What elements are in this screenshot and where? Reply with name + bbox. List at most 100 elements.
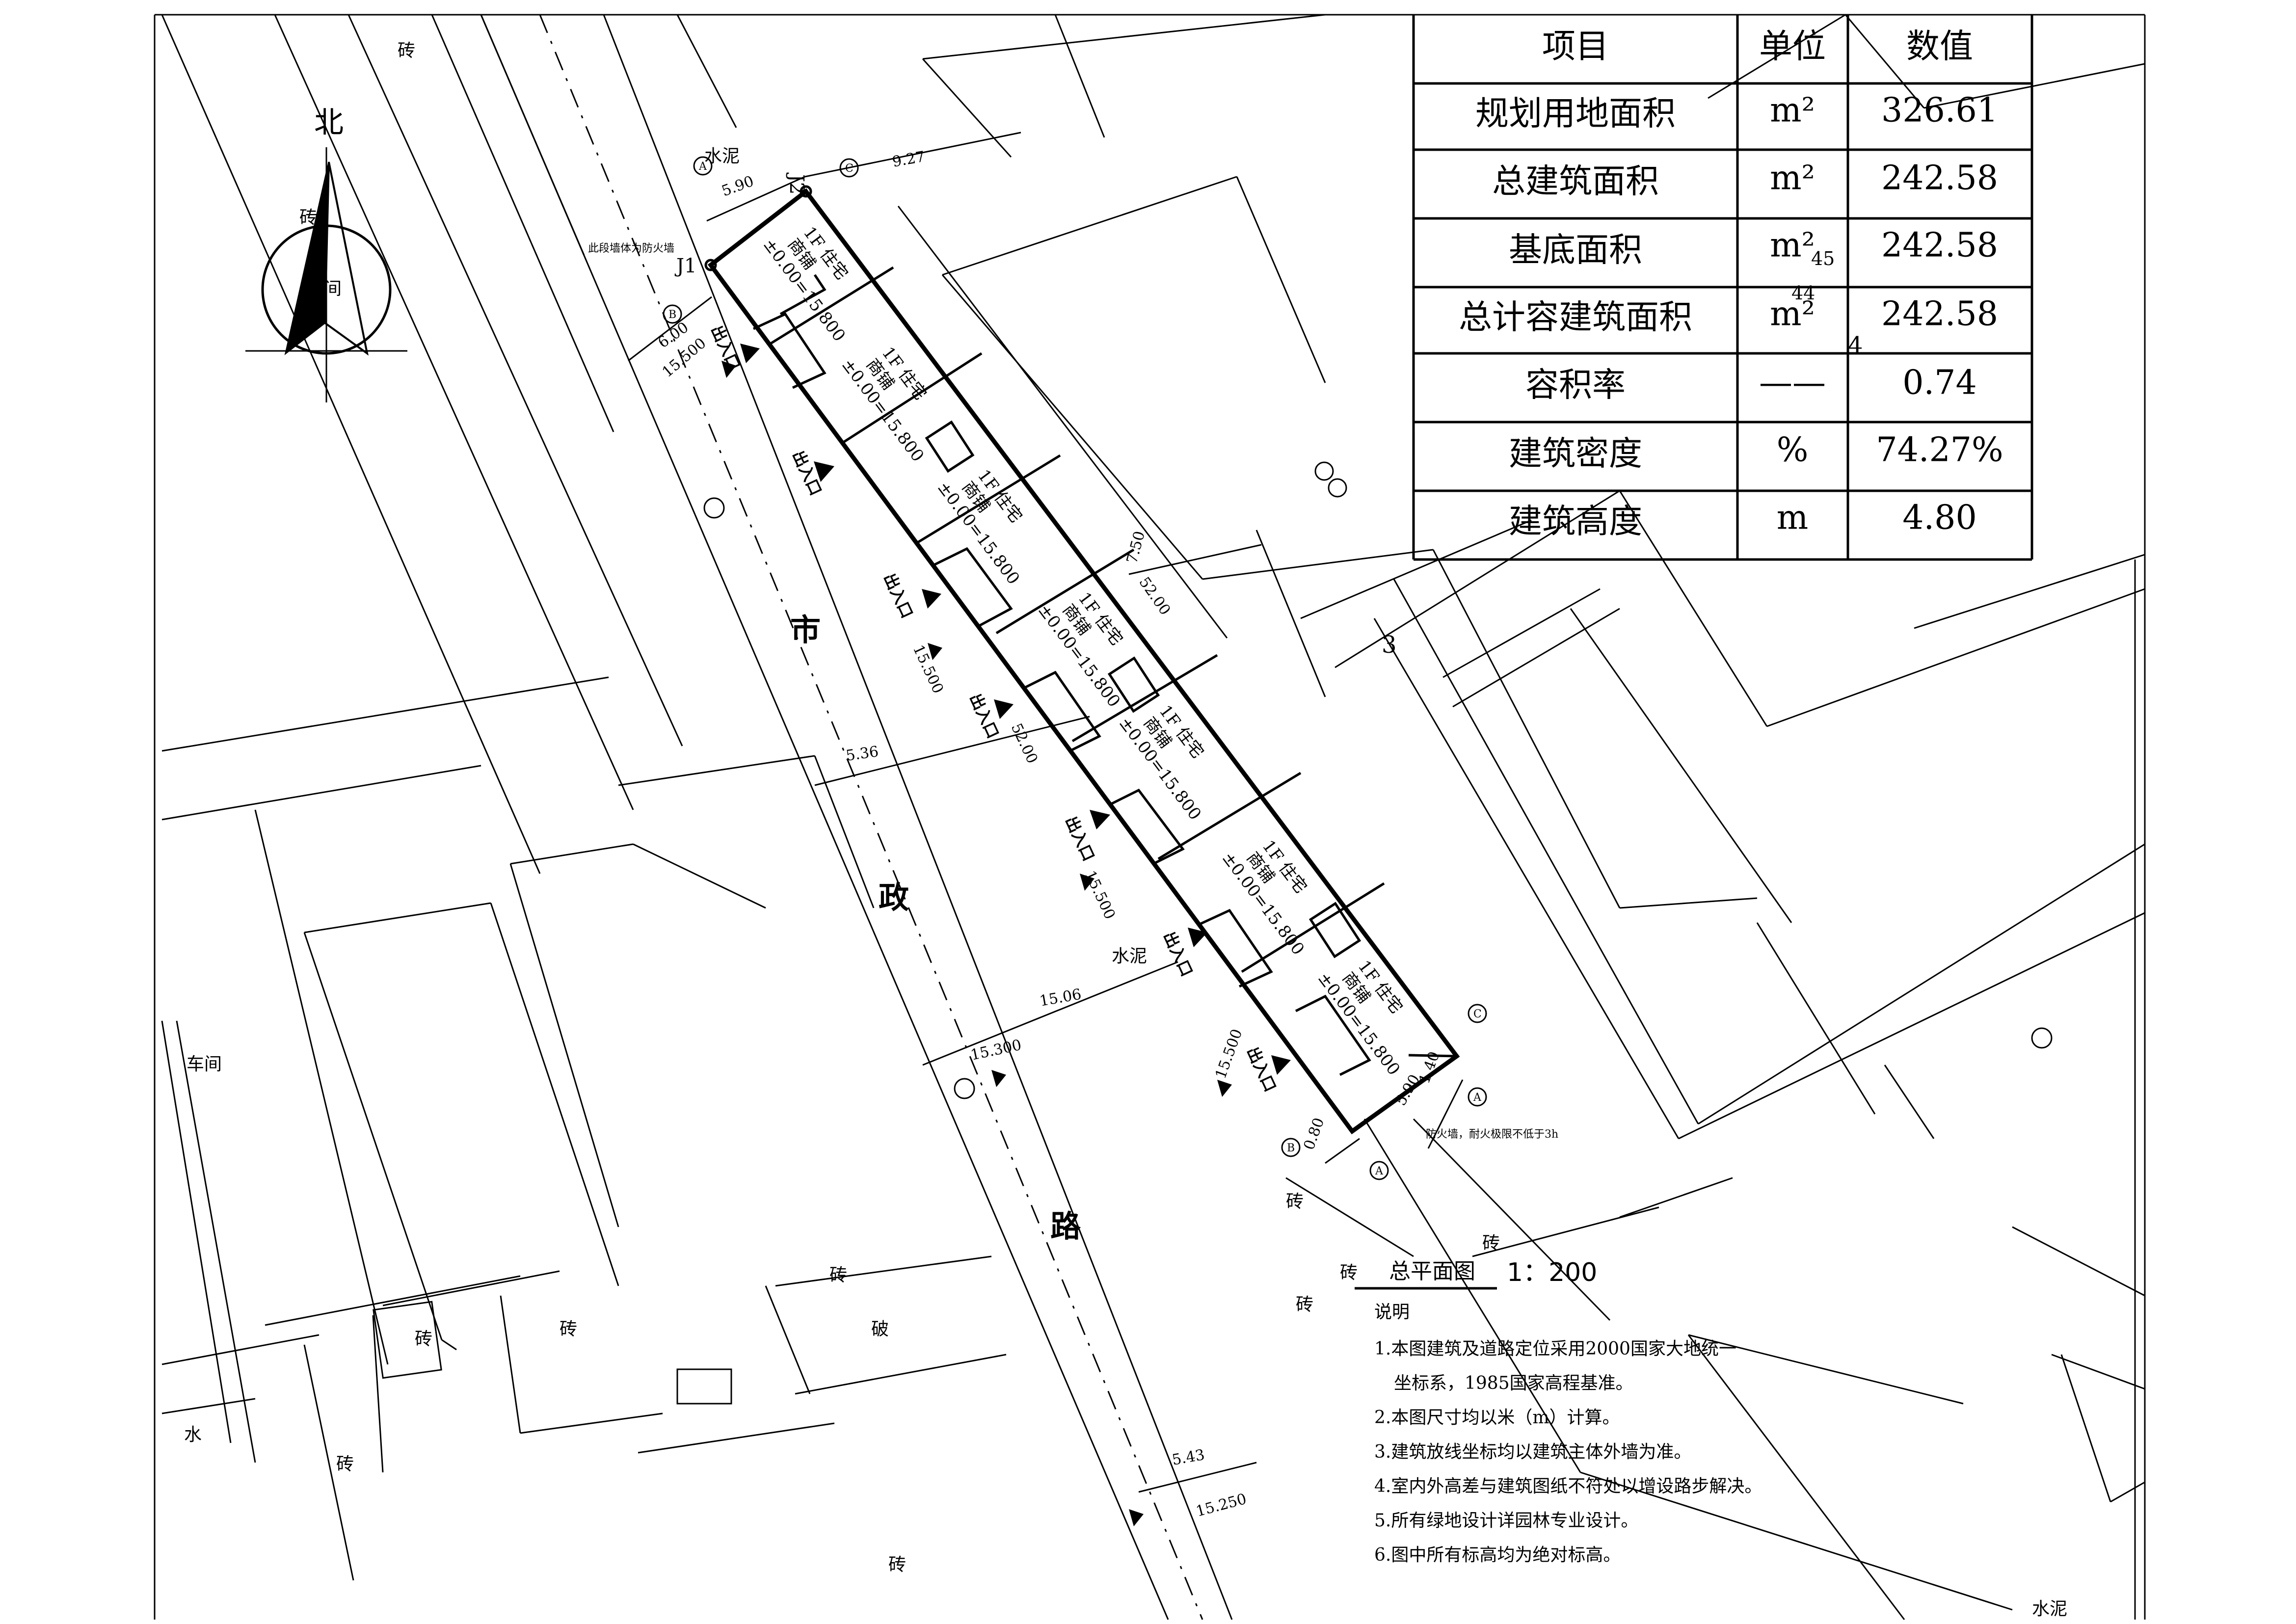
site-label-cement: 水泥	[704, 146, 740, 166]
unit-7: 1F 住宅 商铺 ±0.00=15.800	[1314, 957, 1407, 1079]
dim-0-80: 0.80	[1301, 1116, 1328, 1152]
note-line: 坐标系，1985国家高程基准。	[1394, 1373, 1633, 1393]
site-label-brick: 砖	[1482, 1233, 1500, 1253]
road-char-1: 市	[790, 612, 821, 648]
table-row-value: 74.27%	[1876, 431, 2003, 470]
table-row-item: 总建筑面积	[1492, 162, 1659, 201]
site-labels: 砖 砖 间 砖 砖 砖 砖 砖 砖 砖 砖 砖 破 水 车间 水泥 水泥 水泥 …	[184, 41, 2067, 1619]
site-label-number: 44	[1791, 282, 1815, 304]
drawing-scale: 1：200	[1507, 1258, 1597, 1287]
table-header-unit: 单位	[1759, 27, 1826, 66]
note-line: 4.室内外高差与建筑图纸不符处以增设路步解决。	[1374, 1476, 1762, 1496]
note-line: 3.建筑放线坐标均以建筑主体外墙为准。	[1374, 1442, 1691, 1462]
site-label-water: 水	[184, 1425, 202, 1445]
annotations: 此段墙体为防火墙 防火墙，耐火极限不低于3h	[588, 242, 1558, 1141]
site-label-brick: 砖	[336, 1454, 354, 1474]
site-label-room: 间	[324, 279, 342, 299]
north-arrow: 北	[245, 106, 407, 402]
entrance-label-7: 出入口	[1243, 1044, 1280, 1094]
entrance-label-5: 出入口	[1062, 813, 1098, 864]
axis-bubble: C	[1473, 1008, 1482, 1020]
note-line: 2.本图尺寸均以米（m）计算。	[1374, 1408, 1620, 1428]
site-background-lines	[161, 14, 2145, 1620]
table-row-value: 242.58	[1881, 159, 1998, 198]
table-row-unit: m	[1777, 499, 1808, 537]
site-label-brick: 砖	[888, 1555, 906, 1575]
site-label-brick: 砖	[299, 208, 317, 228]
dimensions: 5.90 9.27 6.00 52.00 7.50 52.00 5.36 15.…	[628, 132, 1464, 1469]
dim-5-43: 5.43	[1171, 1446, 1206, 1469]
axis-bubbles: A C B C A B A	[663, 156, 1487, 1180]
table-row-unit: ——	[1759, 364, 1826, 402]
firewall-note-top: 此段墙体为防火墙	[588, 242, 674, 255]
dim-5-36: 5.36	[845, 743, 880, 765]
site-label-number: 45	[1811, 248, 1835, 269]
elevation-4: 15.500	[1212, 1027, 1246, 1081]
statistics-table: 项目 单位 数值 规划用地面积 m² 326.61 总建筑面积 m² 242.5…	[1412, 15, 2033, 561]
table-row-value: 4.80	[1902, 499, 1976, 537]
note-line: 6.图中所有标高均为绝对标高。	[1374, 1545, 1621, 1565]
elevation-2: 15.500	[909, 642, 947, 696]
dim-5-90-top: 5.90	[720, 173, 756, 200]
table-row-value: 242.58	[1881, 295, 1998, 334]
dim-52-00-road: 52.00	[1008, 721, 1041, 767]
elevation-6: 15.250	[1194, 1491, 1248, 1520]
dim-15-06: 15.06	[1038, 985, 1083, 1010]
table-row-value: 242.58	[1881, 226, 1998, 265]
table-row-item: 总计容建筑面积	[1459, 298, 1692, 337]
site-label-cement: 水泥	[1112, 946, 1147, 966]
road-char-3: 路	[1050, 1208, 1081, 1244]
axis-bubble: A	[1473, 1092, 1482, 1104]
north-label: 北	[314, 106, 344, 140]
table-row-unit: %	[1777, 431, 1809, 470]
entrance-label-1: 出入口	[707, 322, 744, 373]
site-label-brick: 砖	[560, 1319, 577, 1339]
unit-labels: 1F 住宅 商铺 ±0.00=15.800 1F 住宅 商铺 ±0.00=15.…	[759, 223, 1407, 1079]
unit-6: 1F 住宅 商铺 ±0.00=15.800	[1218, 836, 1311, 958]
elevation-3: 15.500	[1081, 868, 1119, 922]
dim-52-00-side: 52.00	[1135, 574, 1174, 618]
unit-1: 1F 住宅 商铺 ±0.00=15.800	[759, 223, 852, 345]
table-row-item: 容积率	[1525, 366, 1626, 405]
site-label-brick: 砖	[829, 1265, 847, 1285]
site-label-number: 4	[1848, 332, 1863, 359]
axis-bubble: A	[1375, 1165, 1384, 1177]
dim-7-50: 7.50	[1123, 529, 1148, 565]
unit-4: 1F 住宅 商铺 ±0.00=15.800	[1034, 588, 1127, 711]
site-label-workshop: 车间	[187, 1054, 222, 1074]
control-points: J1 J2	[674, 172, 812, 277]
point-j2: J2	[785, 172, 808, 194]
site-label-brick: 砖	[1296, 1295, 1313, 1315]
table-row-item: 建筑密度	[1509, 435, 1642, 474]
axis-bubble: B	[1287, 1142, 1295, 1154]
site-label-brick: 砖	[398, 41, 415, 61]
road-char-2: 政	[879, 879, 909, 915]
entrance-label-4: 出入口	[966, 691, 1003, 741]
note-line: 5.所有绿地设计详园林专业设计。	[1374, 1511, 1638, 1531]
notes-heading: 说明	[1374, 1302, 1410, 1322]
table-row-value: 326.61	[1881, 91, 1998, 130]
table-row-unit: m²	[1770, 159, 1815, 198]
road-name: 市 政 路	[790, 612, 1081, 1244]
table-header-value: 数值	[1906, 27, 1973, 66]
site-label-brick: 砖	[415, 1329, 432, 1349]
table-row-item: 规划用地面积	[1475, 95, 1676, 133]
site-label-cement: 水泥	[2032, 1599, 2067, 1619]
firewall-note-bottom: 防火墙，耐火极限不低于3h	[1426, 1128, 1558, 1141]
point-j1: J1	[674, 255, 696, 277]
table-row-unit: m²	[1770, 226, 1815, 265]
building-outline	[707, 188, 1460, 1135]
site-label-brick: 砖	[1340, 1263, 1358, 1283]
drawing-frame	[154, 14, 2146, 1620]
axis-bubble: A	[698, 160, 707, 173]
axis-bubble: C	[845, 162, 854, 175]
table-row-value: 0.74	[1902, 364, 1976, 402]
drawing-title: 总平面图 1：200	[1355, 1258, 1597, 1290]
site-label-number: 3	[1382, 631, 1397, 659]
unit-2: 1F 住宅 商铺 ±0.00=15.800	[838, 343, 931, 465]
axis-bubble: B	[668, 309, 676, 321]
notes: 说明 1.本图建筑及道路定位采用2000国家大地统一 坐标系，1985国家高程基…	[1374, 1302, 1762, 1565]
table-header-item: 项目	[1542, 27, 1609, 66]
table-row-item: 建筑高度	[1509, 503, 1642, 541]
